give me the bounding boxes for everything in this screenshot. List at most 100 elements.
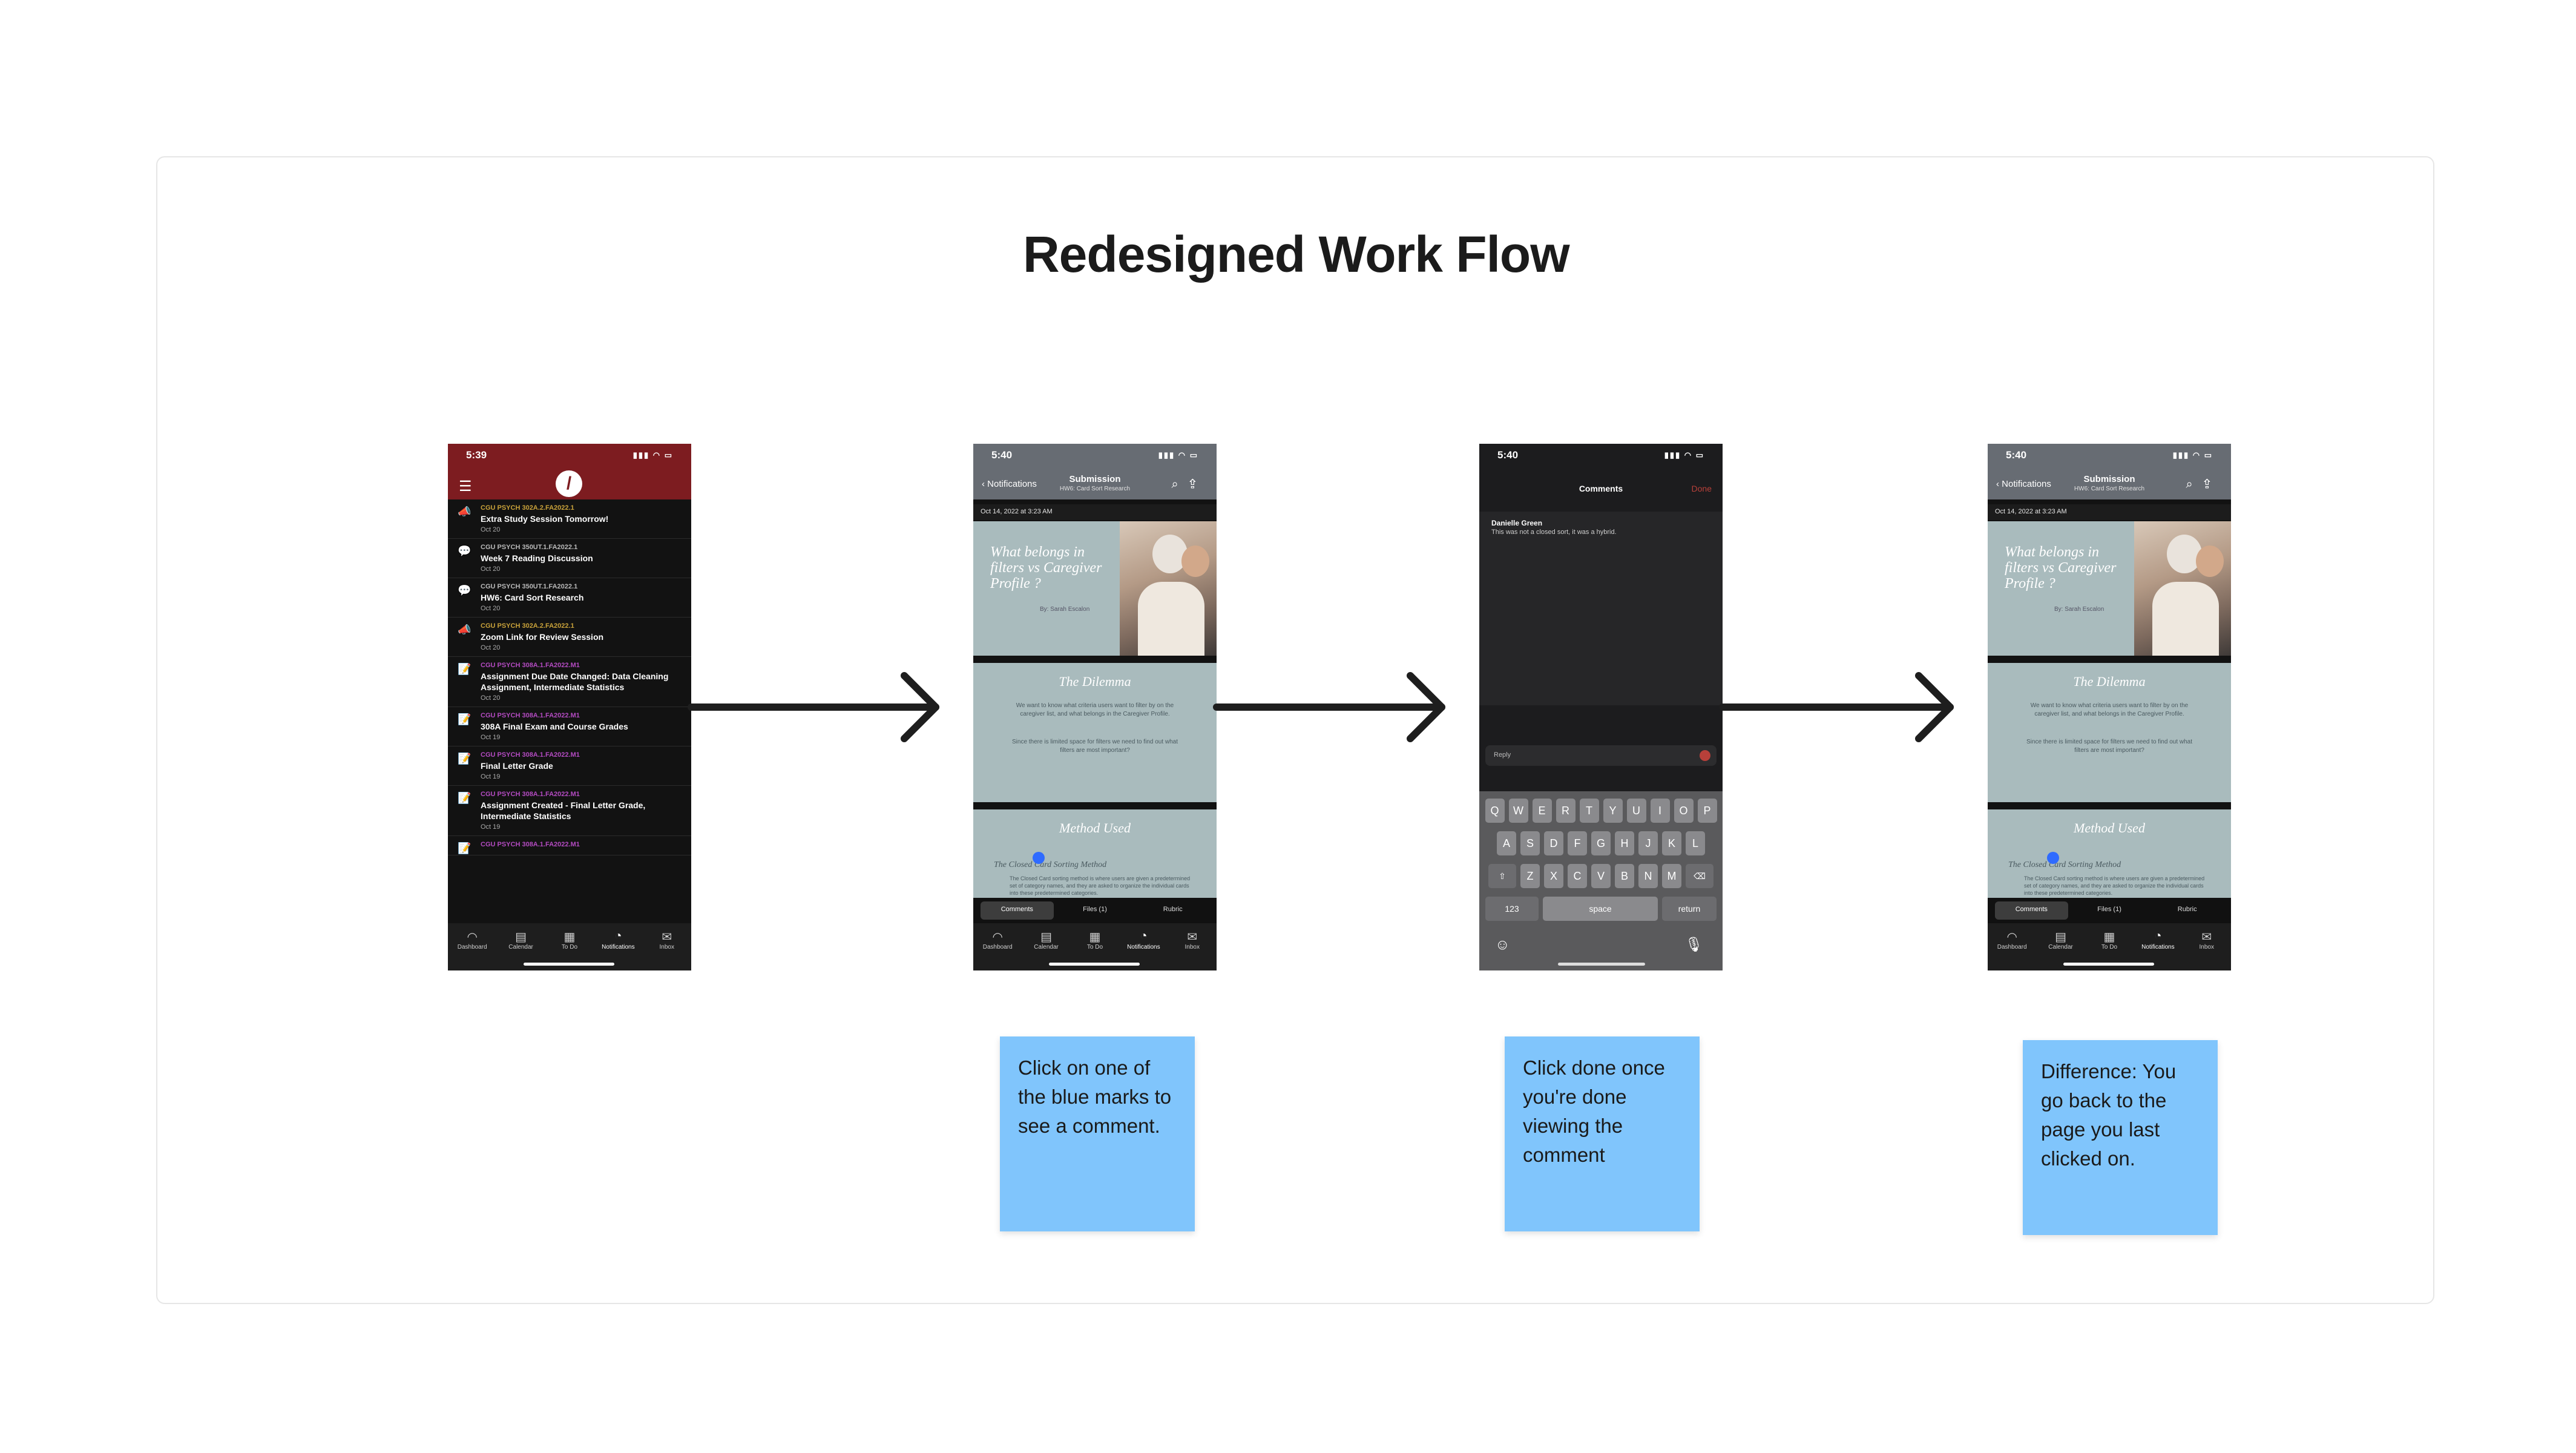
key[interactable]: M	[1662, 864, 1681, 888]
slide-dilemma: The Dilemma We want to know what criteri…	[973, 663, 1217, 802]
key[interactable]: C	[1568, 864, 1587, 888]
key[interactable]: A	[1497, 831, 1516, 855]
segment-rubric[interactable]: Rubric	[2177, 906, 2197, 913]
key[interactable]: O	[1674, 799, 1694, 823]
notification-course: CGU PSYCH 308A.1.FA2022.M1	[481, 841, 580, 848]
key[interactable]: B	[1615, 864, 1634, 888]
numbers-key[interactable]: 123	[1485, 897, 1539, 921]
key[interactable]: Y	[1603, 799, 1623, 823]
notification-course: CGU PSYCH 302A.2.FA2022.1	[481, 622, 574, 630]
space-key[interactable]: space	[1543, 897, 1658, 921]
slide-byline: By: Sarah Escalon	[2054, 606, 2104, 613]
key[interactable]: F	[1568, 831, 1587, 855]
tab-inbox[interactable]: ✉Inbox	[1184, 931, 1200, 951]
key[interactable]: K	[1662, 831, 1681, 855]
key[interactable]: V	[1591, 864, 1611, 888]
notification-course: CGU PSYCH 308A.1.FA2022.M1	[481, 791, 580, 798]
key[interactable]: N	[1638, 864, 1658, 888]
key[interactable]: G	[1591, 831, 1611, 855]
segment-rubric[interactable]: Rubric	[1163, 906, 1183, 913]
share-icon[interactable]: ⇪	[1189, 478, 1207, 491]
tab-calendar[interactable]: ▤Calendar	[508, 931, 533, 951]
segment-comments[interactable]: Comments	[1995, 901, 2068, 920]
attempt-date[interactable]: Oct 14, 2022 at 3:23 AM	[1988, 504, 2231, 520]
tab-notifications[interactable]: ◔Notifications	[2141, 929, 2175, 951]
caregiver-photo	[1120, 521, 1217, 656]
delete-key[interactable]: ⌫	[1686, 864, 1714, 888]
notification-date: Oct 20	[481, 694, 501, 702]
comment-text: This was not a closed sort, it was a hyb…	[1491, 529, 1617, 536]
key[interactable]: J	[1638, 831, 1658, 855]
status-time: 5:39	[466, 449, 487, 461]
key[interactable]: I	[1650, 799, 1670, 823]
key[interactable]: Q	[1485, 799, 1505, 823]
key[interactable]: P	[1697, 799, 1717, 823]
tab-notifications[interactable]: ◔Notifications	[602, 929, 635, 951]
key[interactable]: R	[1556, 799, 1576, 823]
done-button[interactable]: Done	[1691, 484, 1712, 493]
tab-todo[interactable]: ▦To Do	[561, 931, 578, 951]
segment-comments[interactable]: Comments	[981, 901, 1054, 920]
key[interactable]: X	[1544, 864, 1563, 888]
share-icon[interactable]: ⇪	[2203, 478, 2221, 491]
submission-segments: Comments Files (1) Rubric	[973, 898, 1217, 923]
tab-calendar[interactable]: ▤Calendar	[2048, 931, 2073, 951]
emoji-icon[interactable]: ☺	[1495, 937, 1510, 953]
comment-marker[interactable]	[1033, 852, 1045, 864]
canvas-logo: /	[556, 470, 582, 497]
key[interactable]: T	[1579, 799, 1599, 823]
tab-todo[interactable]: ▦To Do	[1086, 931, 1103, 951]
reply-input[interactable]: Reply	[1485, 745, 1717, 766]
search-icon[interactable]: ⌕	[1171, 478, 1189, 491]
tab-dashboard[interactable]: ◠Dashboard	[457, 931, 487, 951]
key[interactable]: W	[1508, 799, 1528, 823]
back-button[interactable]: ‹ Notifications	[1996, 479, 2051, 489]
tab-inbox[interactable]: ✉Inbox	[659, 931, 674, 951]
segment-files[interactable]: Files (1)	[2097, 906, 2121, 913]
send-icon[interactable]	[1700, 750, 1710, 761]
tab-inbox[interactable]: ✉Inbox	[2199, 931, 2214, 951]
back-button[interactable]: ‹ Notifications	[982, 479, 1037, 489]
key[interactable]: Z	[1520, 864, 1540, 888]
key[interactable]: H	[1615, 831, 1634, 855]
segment-files[interactable]: Files (1)	[1083, 906, 1107, 913]
key[interactable]: U	[1626, 799, 1646, 823]
tab-dashboard[interactable]: ◠Dashboard	[1997, 931, 2027, 951]
notification-title: HW6: Card Sort Research	[481, 593, 584, 602]
key[interactable]: E	[1532, 799, 1552, 823]
return-key[interactable]: return	[1662, 897, 1717, 921]
search-icon[interactable]: ⌕	[2186, 478, 2204, 491]
notification-title: Assignment Due Date Changed: Data Cleani…	[481, 671, 669, 692]
status-bar: 5:40 ▮▮▮ ◠ ▭	[973, 444, 1217, 467]
key[interactable]: S	[1520, 831, 1540, 855]
notification-date: Oct 20	[481, 526, 501, 533]
mail-icon: ✉	[662, 931, 672, 944]
status-bar: 5:40 ▮▮▮ ◠ ▭	[1988, 444, 2231, 467]
attempt-date[interactable]: Oct 14, 2022 at 3:23 AM	[973, 504, 1217, 520]
shift-key[interactable]: ⇧	[1488, 864, 1516, 888]
tab-dashboard[interactable]: ◠Dashboard	[982, 931, 1013, 951]
tab-notifications[interactable]: ◔Notifications	[1127, 929, 1160, 951]
key[interactable]: L	[1686, 831, 1705, 855]
comment-marker[interactable]	[2047, 852, 2059, 864]
microphone-icon[interactable]: 🎙	[1684, 937, 1703, 953]
status-bar: 5:40 ▮▮▮ ◠ ▭	[1479, 444, 1723, 467]
signal-battery-icon: ▮▮▮ ◠ ▭	[1664, 450, 1704, 460]
menu-icon[interactable]: ☰	[459, 478, 472, 495]
notification-item[interactable]: 📝CGU PSYCH 308A.1.FA2022.M1	[448, 836, 691, 855]
tab-calendar[interactable]: ▤Calendar	[1034, 931, 1059, 951]
dashboard-icon: ◠	[467, 931, 478, 944]
sticky-note: Click done once you're done viewing the …	[1505, 1036, 1700, 1231]
key[interactable]: D	[1544, 831, 1563, 855]
signal-battery-icon: ▮▮▮ ◠ ▭	[2172, 450, 2213, 460]
tab-todo[interactable]: ▦To Do	[2101, 931, 2118, 951]
